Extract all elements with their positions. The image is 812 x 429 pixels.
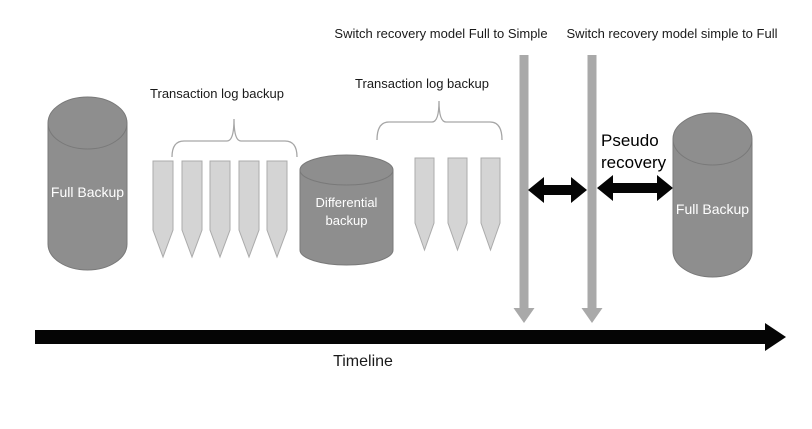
brace-group-1	[171, 118, 298, 158]
cylinder-top	[47, 96, 128, 150]
transaction-log-backup-label-2: Transaction log backup	[355, 76, 489, 91]
full-backup-left-label: Full Backup	[50, 184, 125, 200]
transaction-log-arrows-group-1	[152, 160, 288, 259]
transaction-log-backup-label-1: Transaction log backup	[150, 86, 284, 101]
full-backup-cylinder-left	[47, 96, 128, 271]
double-arrow-between-switches	[528, 177, 587, 203]
switch-simple-to-full-arrow	[581, 55, 603, 323]
full-backup-cylinder-right	[672, 112, 753, 278]
cylinder-body	[672, 138, 753, 278]
switch-full-to-simple-arrow	[513, 55, 535, 323]
log-backup-arrow	[181, 160, 203, 259]
brace-group-2	[376, 100, 503, 141]
timeline-label: Timeline	[333, 353, 393, 370]
timeline-arrow	[35, 323, 786, 351]
pseudo-recovery-label: Pseudo recovery	[601, 131, 667, 173]
cylinder-body	[47, 122, 128, 271]
log-backup-arrow	[414, 157, 435, 252]
cylinder-body	[299, 169, 394, 266]
transaction-log-arrows-group-2	[414, 157, 501, 252]
log-backup-arrow	[447, 157, 468, 252]
log-backup-arrow	[266, 160, 288, 259]
differential-backup-label: Differential backup	[315, 195, 378, 229]
log-backup-arrow	[152, 160, 174, 259]
log-backup-arrow	[480, 157, 501, 252]
switch-full-to-simple-label: Switch recovery model Full to Simple	[334, 26, 548, 41]
log-backup-arrow	[238, 160, 260, 259]
log-backup-arrow	[209, 160, 231, 259]
differential-backup-cylinder	[299, 154, 394, 266]
switch-simple-to-full-label: Switch recovery model simple to Full	[566, 26, 778, 41]
pseudo-recovery-double-arrow	[597, 175, 673, 201]
cylinder-top	[672, 112, 753, 166]
cylinder-top	[299, 154, 394, 186]
full-backup-right-label: Full Backup	[675, 201, 750, 217]
